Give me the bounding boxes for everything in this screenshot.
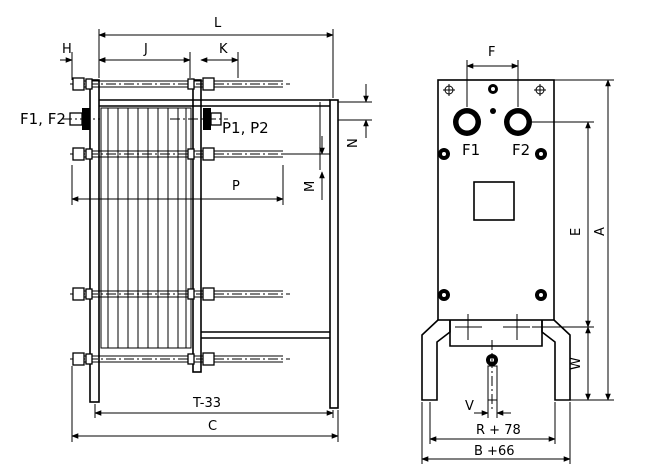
nozzle-f1-front (453, 108, 481, 136)
dim-N: N (346, 138, 361, 148)
dim-J: J (143, 42, 148, 57)
dim-V: V (465, 399, 474, 414)
dim-C: C (208, 419, 217, 434)
tie-bolts-front (438, 148, 547, 366)
dim-A: A (593, 227, 608, 236)
dim-P: P (232, 179, 240, 194)
frame-plate (89, 79, 100, 403)
dim-K: K (219, 42, 228, 57)
dim-H: H (62, 42, 72, 57)
dim-T: T-33 (192, 396, 221, 411)
label-port-f1: F1 (462, 141, 480, 159)
dim-E: E (569, 228, 584, 236)
leg-right (541, 319, 571, 401)
front-view: F E A W V R + 78 B +66 F1 F2 (421, 45, 614, 464)
nozzle-f2-front (504, 108, 532, 136)
dim-F: F (488, 45, 495, 60)
side-view: L H J K N M P T-33 C (20, 16, 372, 442)
plate-window (473, 181, 515, 221)
dim-R: R + 78 (476, 423, 521, 438)
label-port-f2: F2 (512, 141, 530, 159)
tie-bolts (70, 77, 290, 366)
dim-B: B +66 (474, 444, 515, 459)
plate-pack (100, 107, 192, 349)
dim-L: L (214, 16, 222, 31)
guide-holes (443, 84, 546, 96)
label-ports-right: P1, P2 (222, 119, 269, 137)
dim-W: W (569, 357, 584, 370)
label-ports-left: F1, F2 (20, 110, 66, 128)
pressure-plate (192, 79, 202, 373)
leg-left (421, 319, 451, 401)
support-column (329, 99, 339, 409)
nozzles-side (62, 108, 228, 130)
dim-M: M (303, 181, 318, 192)
frame-plate-front (437, 79, 555, 321)
